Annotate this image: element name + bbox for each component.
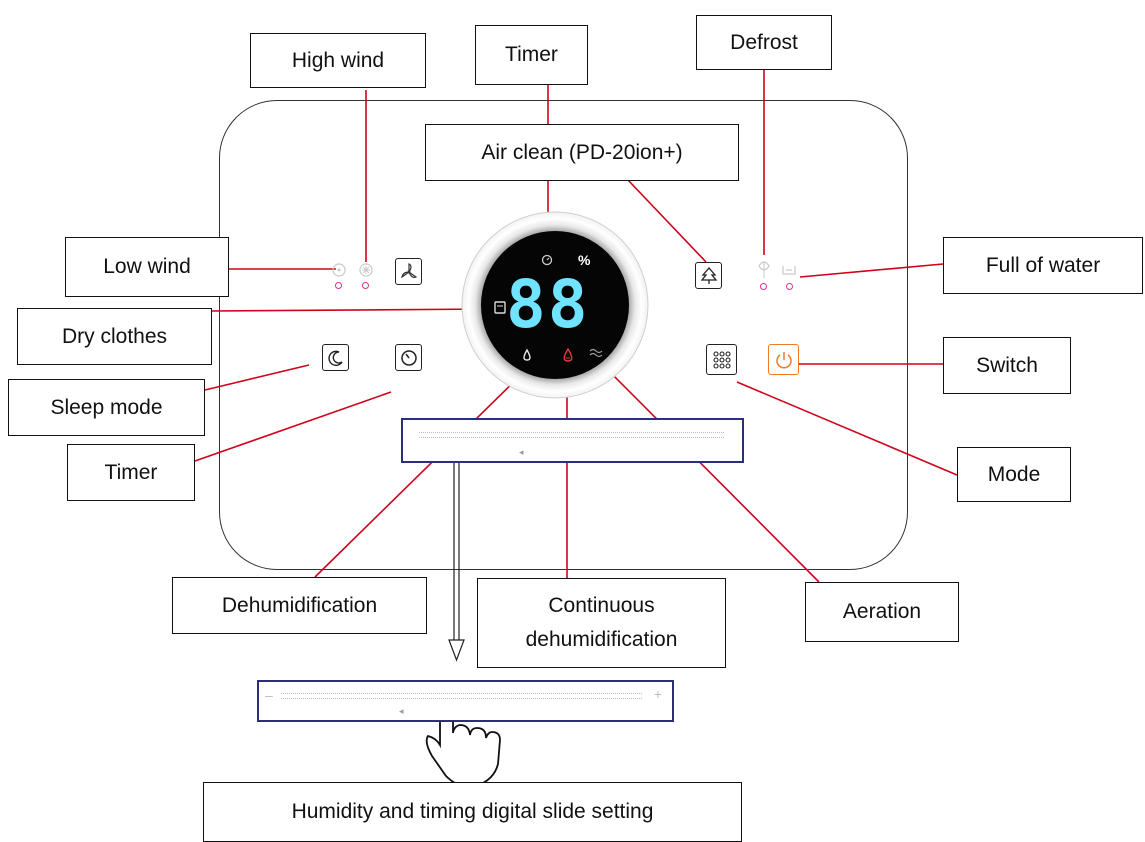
dry-clothes-icon xyxy=(494,301,506,314)
mode-button[interactable] xyxy=(706,344,737,375)
slide-minus-mark: – xyxy=(265,687,273,703)
continuous-drop-icon xyxy=(563,347,573,362)
label-timer-left: Timer xyxy=(67,444,195,501)
enlarged-slide-track xyxy=(281,693,642,699)
mode-grid-icon xyxy=(712,350,731,369)
aeration-icon xyxy=(589,348,603,358)
slide-track xyxy=(419,432,724,438)
high-wind-icon xyxy=(359,263,373,277)
sleep-icon xyxy=(327,350,343,366)
leader-dry-clothes xyxy=(211,308,494,312)
air-clean-tree-icon xyxy=(700,266,717,284)
leader-air-clean xyxy=(627,179,707,263)
low-wind-indicator xyxy=(335,282,342,289)
leader-timer-left xyxy=(194,391,392,462)
full-water-icon xyxy=(782,266,796,275)
timer-button[interactable] xyxy=(395,344,422,371)
timer-small-icon xyxy=(541,254,553,266)
display-screen xyxy=(481,231,629,379)
enlarged-slide-bar[interactable]: – + ◂ xyxy=(257,680,674,722)
fan-button[interactable] xyxy=(395,258,422,285)
label-low-wind: Low wind xyxy=(65,237,229,297)
slide-plus-mark: + xyxy=(653,686,662,702)
label-continuous-dehumidification: Continuous dehumidification xyxy=(477,578,726,668)
drop-icon xyxy=(523,348,531,361)
label-dry-clothes: Dry clothes xyxy=(17,308,212,365)
label-timer-top: Timer xyxy=(475,25,588,85)
leader-mode xyxy=(736,381,958,476)
high-wind-indicator xyxy=(362,282,369,289)
label-defrost: Defrost xyxy=(696,15,832,70)
label-switch: Switch xyxy=(943,337,1071,394)
enlarged-slide-left-marker: ◂ xyxy=(399,706,404,716)
defrost-icon xyxy=(758,261,770,278)
label-high-wind: High wind xyxy=(250,33,426,88)
label-dehumidification: Dehumidification xyxy=(172,577,427,634)
leader-lines xyxy=(194,70,958,583)
label-full-of-water: Full of water xyxy=(943,237,1143,294)
leader-aeration xyxy=(602,364,820,583)
leader-full-of-water xyxy=(799,263,944,278)
power-icon xyxy=(775,351,792,368)
arrow-down-icon xyxy=(448,462,465,662)
leader-sleep-mode xyxy=(204,364,310,391)
panel-slide-bar[interactable]: ◂ xyxy=(401,418,744,463)
label-air-clean: Air clean (PD-20ion+) xyxy=(425,124,739,181)
low-wind-icon xyxy=(332,263,346,277)
humidity-percent-symbol: % xyxy=(578,252,591,268)
defrost-indicator xyxy=(760,283,767,290)
leader-dehumidification xyxy=(314,367,529,578)
full-water-indicator xyxy=(786,283,793,290)
sleep-mode-button[interactable] xyxy=(322,344,349,371)
label-aeration: Aeration xyxy=(805,582,959,642)
label-sleep-mode: Sleep mode xyxy=(8,379,205,436)
power-button[interactable] xyxy=(768,344,799,375)
label-slide-setting: Humidity and timing digital slide settin… xyxy=(203,782,742,842)
fan-icon xyxy=(400,262,417,278)
slide-left-marker: ◂ xyxy=(519,447,524,457)
air-clean-button[interactable] xyxy=(695,262,722,289)
display-digits: 88 xyxy=(506,266,590,343)
timer-icon xyxy=(400,349,417,366)
label-mode: Mode xyxy=(957,447,1071,502)
